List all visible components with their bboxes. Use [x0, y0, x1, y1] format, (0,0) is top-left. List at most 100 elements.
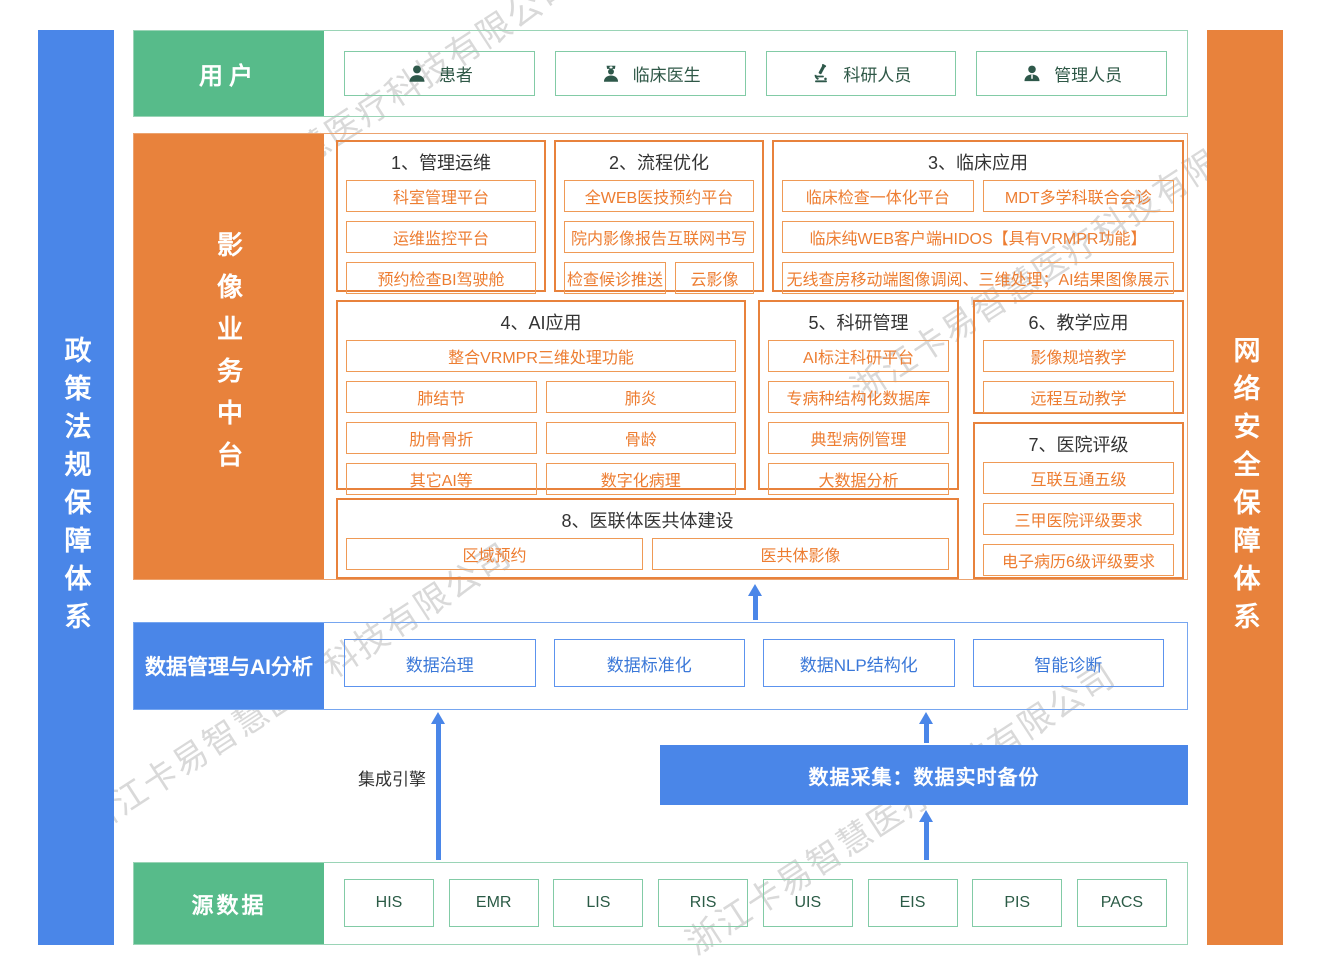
- user-item: 管理人员: [976, 51, 1167, 96]
- network-security-label: 网络安全保障体系: [1229, 335, 1260, 640]
- section-row: 运维监控平台: [346, 221, 536, 253]
- researcher-icon: [810, 63, 832, 85]
- section-row: 三甲医院评级要求: [983, 503, 1174, 535]
- source-system-item: HIS: [344, 879, 434, 927]
- platform-item: 影像规培教学: [983, 340, 1174, 372]
- policy-regulation-label: 政策法规保障体系: [60, 335, 91, 640]
- platform-item: 云影像: [675, 262, 754, 294]
- user-item-label: 临床医生: [632, 66, 701, 85]
- users-list: 患者 临床医生 科研人员 管理人员: [344, 51, 1167, 96]
- section-body: 影像规培教学远程互动教学: [983, 340, 1174, 413]
- arrow-shaft: [923, 724, 929, 743]
- user-item: 临床医生: [554, 51, 746, 96]
- source-system-item: UIS: [762, 879, 853, 927]
- section-title: 4、AI应用: [500, 313, 582, 333]
- section-process-optimize: 2、流程优化全WEB医技预约平台院内影像报告互联网书写检查候诊推送云影像: [554, 140, 764, 294]
- arrow-head-icon: [748, 584, 762, 596]
- platform-item: 院内影像报告互联网书写: [564, 221, 754, 253]
- platform-item: 其它AI等: [346, 463, 537, 495]
- section-row: 其它AI等数字化病理: [346, 463, 736, 495]
- section-title: 3、临床应用: [927, 153, 1028, 173]
- source-data-label: 源数据: [134, 863, 324, 944]
- data-mgmt-item: 数据治理: [344, 639, 536, 687]
- section-row: 典型病例管理: [768, 422, 949, 454]
- section-title: 6、教学应用: [1028, 313, 1129, 333]
- source-system-item: EMR: [448, 879, 539, 927]
- platform-item: 数字化病理: [545, 463, 736, 495]
- imaging-platform: 影像业务中台 1、管理运维科室管理平台运维监控平台预约检查BI驾驶舱 2、流程优…: [133, 133, 1188, 580]
- section-ai-apps: 4、AI应用整合VRMPR三维处理功能肺结节肺炎肋骨骨折骨龄其它AI等数字化病理: [336, 300, 746, 495]
- source-system-item: PIS: [972, 879, 1063, 927]
- section-row: 远程互动教学: [983, 381, 1174, 413]
- user-item: 患者: [344, 51, 535, 96]
- data-mgmt-item: 数据NLP结构化: [763, 639, 955, 687]
- manager-icon: [1021, 63, 1043, 85]
- platform-item: 预约检查BI驾驶舱: [346, 262, 536, 294]
- platform-item: 医共体影像: [652, 538, 949, 570]
- section-body: 互联互通五级三甲医院评级要求电子病历6级评级要求: [983, 462, 1174, 576]
- policy-regulation-bar: 政策法规保障体系: [38, 30, 114, 945]
- section-body: 整合VRMPR三维处理功能肺结节肺炎肋骨骨折骨龄其它AI等数字化病理: [346, 340, 736, 495]
- platform-item: 运维监控平台: [346, 221, 536, 253]
- section-body: 科室管理平台运维监控平台预约检查BI驾驶舱: [346, 180, 536, 294]
- platform-item: 大数据分析: [768, 463, 949, 495]
- section-body: 全WEB医技预约平台院内影像报告互联网书写检查候诊推送云影像: [564, 180, 754, 294]
- section-row: 科室管理平台: [346, 180, 536, 212]
- section-row: 预约检查BI驾驶舱: [346, 262, 536, 294]
- source-system-item: LIS: [553, 879, 644, 927]
- platform-item: 肋骨骨折: [346, 422, 537, 454]
- section-row: 肋骨骨折骨龄: [346, 422, 736, 454]
- platform-item: AI标注科研平台: [768, 340, 949, 372]
- platform-item: 三甲医院评级要求: [983, 503, 1174, 535]
- doctor-icon: [600, 63, 622, 85]
- arrow-head-icon: [919, 712, 933, 724]
- integration-engine-label: 集成引擎: [358, 770, 426, 789]
- source-system-item: RIS: [658, 879, 749, 927]
- section-row: 无线查房移动端图像调阅、三维处理；AI结果图像展示: [782, 262, 1174, 294]
- section-row: 影像规培教学: [983, 340, 1174, 372]
- section-row: 区域预约医共体影像: [346, 538, 949, 570]
- platform-item: 远程互动教学: [983, 381, 1174, 413]
- section-row: 临床纯WEB客户端HIDOS【具有VRMPR功能】: [782, 221, 1174, 253]
- platform-item: 典型病例管理: [768, 422, 949, 454]
- platform-item: 骨龄: [545, 422, 736, 454]
- section-medical-alliance: 8、医联体医共体建设区域预约医共体影像: [336, 498, 959, 579]
- platform-item: 专病种结构化数据库: [768, 381, 949, 413]
- source-system-item: PACS: [1076, 879, 1167, 927]
- section-teaching-apps: 6、教学应用影像规培教学远程互动教学: [973, 300, 1184, 414]
- data-mgmt-item: 智能诊断: [972, 639, 1164, 687]
- section-title: 1、管理运维: [390, 153, 491, 173]
- arrow-head-icon: [919, 810, 933, 822]
- platform-item: 肺结节: [346, 381, 537, 413]
- section-row: 大数据分析: [768, 463, 949, 495]
- user-item-label: 患者: [438, 66, 473, 85]
- imaging-platform-label: 影像业务中台: [134, 134, 324, 579]
- section-row: 专病种结构化数据库: [768, 381, 949, 413]
- flow-arrow-datamgmt-to-platform: [748, 584, 762, 620]
- platform-item: 区域预约: [346, 538, 643, 570]
- arrow-shaft: [435, 724, 441, 860]
- section-row: 整合VRMPR三维处理功能: [346, 340, 736, 372]
- platform-item: 临床纯WEB客户端HIDOS【具有VRMPR功能】: [782, 221, 1174, 253]
- section-title: 2、流程优化: [608, 153, 709, 173]
- user-item-label: 科研人员: [843, 66, 912, 85]
- section-row: 互联互通五级: [983, 462, 1174, 494]
- section-body: 区域预约医共体影像: [346, 538, 949, 570]
- section-title: 8、医联体医共体建设: [561, 511, 734, 531]
- section-hospital-rating: 7、医院评级互联互通五级三甲医院评级要求电子病历6级评级要求: [973, 422, 1184, 579]
- section-title: 7、医院评级: [1028, 435, 1129, 455]
- data-collection-banner: 数据采集：数据实时备份: [660, 745, 1188, 805]
- arrow-shaft: [752, 596, 758, 620]
- arrow-shaft: [923, 822, 929, 860]
- data-mgmt-label: 数据管理与AI分析: [134, 623, 324, 709]
- imaging-platform-label-text: 影像业务中台: [213, 230, 244, 483]
- section-row: 全WEB医技预约平台: [564, 180, 754, 212]
- platform-item: 检查候诊推送: [564, 262, 667, 294]
- flow-arrow-integration-engine: [431, 712, 445, 860]
- flow-arrow-collection-to-datamgmt: [919, 712, 933, 743]
